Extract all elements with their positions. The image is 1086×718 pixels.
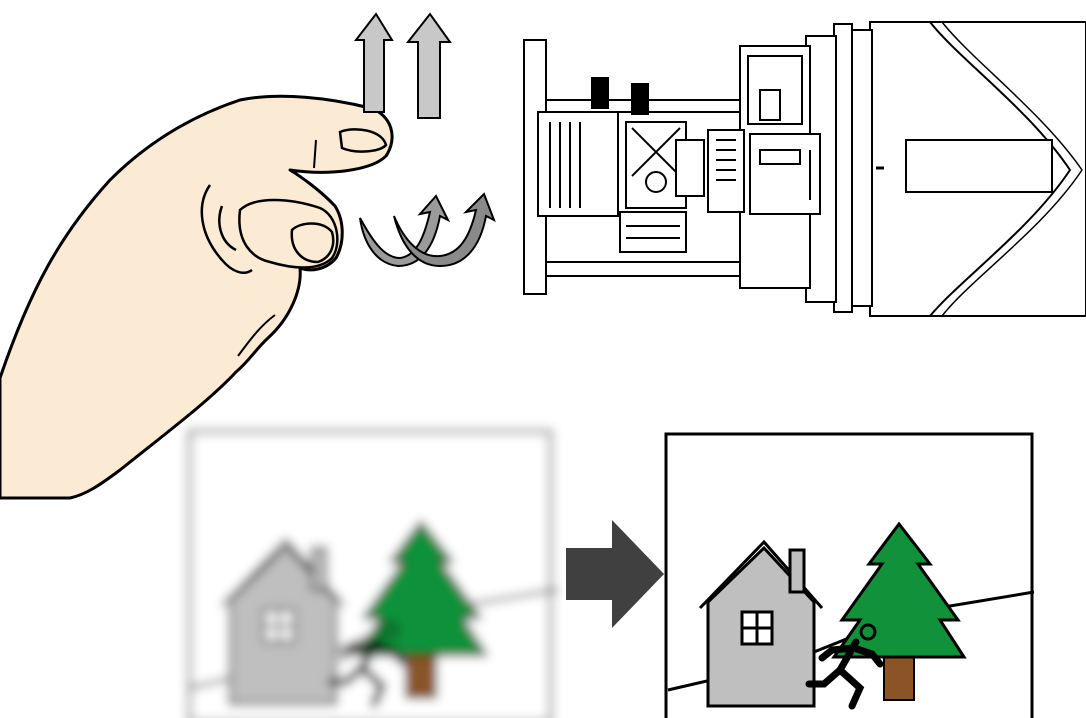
arrow-up-icon [356,14,392,112]
arrow-rotate-icon [360,194,494,266]
camera-module-icon [524,22,1086,316]
blurred-image-panel [190,432,556,718]
focused-image-panel [666,434,1034,718]
right-arrow-icon [566,520,664,628]
arrow-up-icon [408,14,450,118]
